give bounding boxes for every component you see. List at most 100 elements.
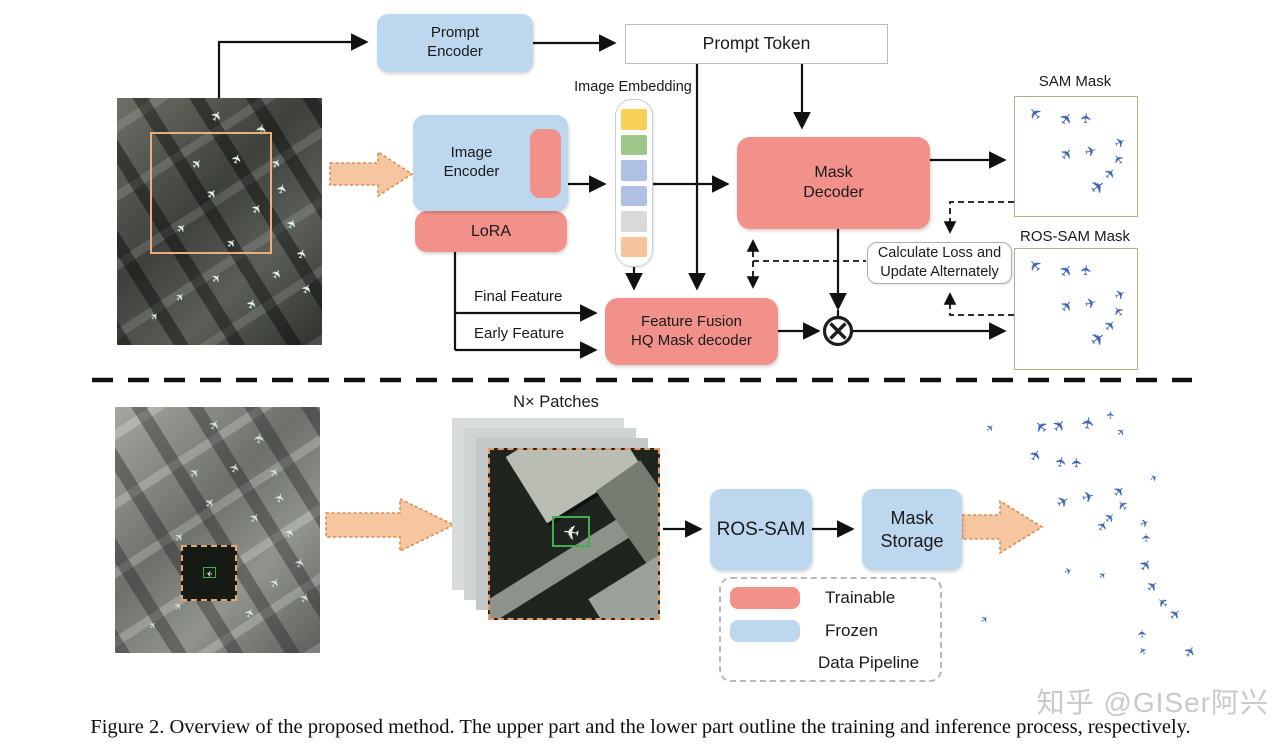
plane-icon: ✈ bbox=[1078, 263, 1096, 277]
dashed-sam-to-loss bbox=[943, 201, 1014, 234]
embedding-token bbox=[621, 160, 647, 181]
plane-icon: ✈ bbox=[1086, 174, 1111, 201]
plane-icon: ✈ bbox=[1078, 111, 1096, 125]
plane-icon: ✈ bbox=[1097, 569, 1110, 583]
plane-icon: ✈ bbox=[1110, 149, 1129, 168]
plane-icon: ✈ bbox=[147, 619, 160, 633]
infer-patch-rect: ✈ bbox=[181, 545, 237, 601]
plane-icon: ✈ bbox=[298, 281, 316, 297]
n-patches-label: N× Patches bbox=[513, 393, 599, 411]
plane-icon: ✈ bbox=[1112, 134, 1129, 153]
mask-storage-box: Mask Storage bbox=[862, 489, 962, 570]
plane-icon: ✈ bbox=[241, 605, 259, 621]
legend-trainable-label: Trainable bbox=[825, 588, 896, 607]
patch-plane-icon: ✈ bbox=[561, 518, 581, 545]
legend-frozen-swatch bbox=[730, 620, 800, 642]
lora-label: LoRA bbox=[470, 222, 512, 240]
legend-trainable-swatch bbox=[730, 587, 800, 609]
plane-icon: ✈ bbox=[1106, 410, 1118, 420]
sam-mask-planes: ✈✈✈✈✈✈✈✈✈ bbox=[1015, 97, 1137, 216]
plane-icon: ✈ bbox=[171, 599, 186, 614]
plane-icon: ✈ bbox=[1055, 143, 1078, 165]
plane-icon: ✈ bbox=[1110, 301, 1129, 320]
plane-icon: ✈ bbox=[1143, 577, 1163, 597]
embedding-token bbox=[621, 109, 647, 130]
plane-icon: ✈ bbox=[1063, 566, 1074, 579]
plane-icon: ✈ bbox=[1138, 515, 1152, 532]
plane-icon: ✈ bbox=[283, 216, 301, 232]
plane-icon: ✈ bbox=[1083, 142, 1099, 162]
patch-image: ✈ bbox=[488, 448, 660, 620]
dashed-arrows bbox=[746, 201, 1014, 316]
plane-icon: ✈ bbox=[201, 494, 219, 512]
plane-icon: ✈ bbox=[171, 529, 188, 546]
plane-icon: ✈ bbox=[1077, 414, 1099, 432]
plane-icon: ✈ bbox=[149, 310, 162, 324]
prompt-token-label: Prompt Token bbox=[702, 33, 811, 54]
feature-fusion-label-2: HQ Mask decoder bbox=[631, 331, 752, 349]
plane-icon: ✈ bbox=[252, 431, 269, 446]
plane-icon: ✈ bbox=[266, 465, 283, 480]
plane-icon: ✈ bbox=[1047, 414, 1071, 437]
ros-sam-mask-label: ROS-SAM Mask bbox=[1019, 228, 1131, 245]
plane-icon: ✈ bbox=[979, 613, 992, 627]
calculate-loss-label-1: Calculate Loss and bbox=[877, 245, 1002, 262]
patch-green-box: ✈ bbox=[552, 516, 590, 547]
prompt-encoder-box: Prompt Encoder bbox=[377, 14, 533, 72]
plane-icon: ✈ bbox=[293, 246, 311, 262]
feature-fusion-label-1: Feature Fusion bbox=[641, 312, 742, 330]
ros-sam-mask-frame: ✈✈✈✈✈✈✈✈✈ bbox=[1014, 248, 1138, 370]
plane-icon: ✈ bbox=[1055, 295, 1078, 317]
patch-apron bbox=[588, 551, 658, 618]
train-crop-rect bbox=[150, 132, 272, 254]
prompt-encoder-label-1: Prompt bbox=[430, 24, 480, 42]
plane-icon: ✈ bbox=[1023, 254, 1047, 277]
mask-decoder-box: Mask Decoder bbox=[737, 137, 930, 229]
plane-icon: ✈ bbox=[1114, 425, 1129, 440]
pipeline-arrow-bottom-right bbox=[961, 499, 1044, 555]
plane-icon: ✈ bbox=[1079, 486, 1097, 508]
legend-frozen-label: Frozen bbox=[825, 621, 878, 640]
satellite-image-train: ✈✈✈✈✈✈✈✈✈✈✈✈✈✈✈✈✈✈ bbox=[117, 98, 322, 345]
embedding-token bbox=[621, 185, 647, 206]
plane-icon: ✈ bbox=[1140, 532, 1154, 543]
output-plane-cluster: ✈✈✈✈✈✈✈✈✈✈✈✈✈✈✈✈✈✈✈✈✈✈✈✈✈✈✈✈ bbox=[950, 390, 1280, 720]
feature-fusion-box: Feature Fusion HQ Mask decoder bbox=[605, 298, 778, 365]
plane-icon: ✈ bbox=[1181, 642, 1201, 662]
multiply-icon bbox=[822, 315, 854, 347]
legend-box: Trainable Frozen Data Pipeline bbox=[719, 577, 942, 682]
plane-icon: ✈ bbox=[206, 417, 225, 434]
legend-pipeline-label: Data Pipeline bbox=[818, 653, 920, 672]
plane-icon: ✈ bbox=[1054, 259, 1078, 282]
image-encoder-group: LoRA Image Encoder bbox=[413, 115, 568, 252]
embedding-token bbox=[621, 211, 647, 232]
arrow-image-to-prompt-encoder bbox=[217, 33, 369, 98]
prompt-encoder-label-2: Encoder bbox=[427, 43, 483, 60]
final-feature-label: Final Feature bbox=[474, 288, 563, 305]
dashed-ros-to-loss bbox=[943, 292, 1014, 316]
plane-icon: ✈ bbox=[246, 509, 264, 527]
image-encoder-label-2: Encoder bbox=[443, 163, 500, 180]
plane-icon: ✈ bbox=[1134, 554, 1157, 576]
lora-box: LoRA bbox=[415, 211, 567, 252]
mask-storage-label-2: Storage bbox=[880, 530, 944, 551]
plane-icon: ✈ bbox=[271, 491, 289, 505]
plane-icon: ✈ bbox=[1083, 294, 1099, 314]
plane-icon: ✈ bbox=[1154, 592, 1173, 611]
plane-icon: ✈ bbox=[1086, 326, 1111, 353]
image-encoder-label-1: Image bbox=[450, 144, 493, 162]
plane-icon: ✈ bbox=[1100, 164, 1121, 184]
prompt-token-box: Prompt Token bbox=[625, 24, 888, 64]
image-embedding-label: Image Embedding bbox=[574, 79, 692, 95]
pipeline-arrow-bottom-left bbox=[325, 497, 456, 553]
satellite-planes-layer-2: ✈✈✈✈✈✈✈✈✈✈✈✈✈✈✈✈✈✈ bbox=[115, 407, 320, 653]
calculate-loss-box: Calculate Loss and Update Alternately bbox=[867, 242, 1012, 284]
plane-icon: ✈ bbox=[226, 460, 244, 476]
plane-icon: ✈ bbox=[186, 464, 204, 482]
plane-icon: ✈ bbox=[983, 421, 998, 436]
plane-icon: ✈ bbox=[1069, 457, 1085, 468]
plane-icon: ✈ bbox=[173, 290, 188, 305]
plane-icon: ✈ bbox=[208, 270, 225, 287]
tiny-plane-icon: ✈ bbox=[205, 568, 214, 578]
